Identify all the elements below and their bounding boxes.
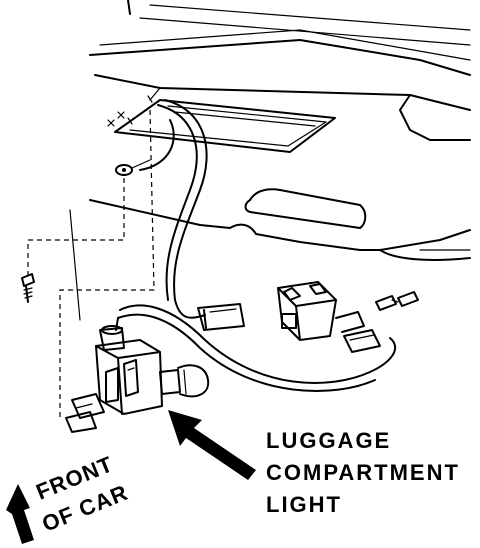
lamp-mount-bracket <box>65 393 105 433</box>
retainer-clips <box>375 291 419 311</box>
callout-line-1: LUGGAGE <box>266 428 391 453</box>
screw-icon <box>21 273 35 303</box>
bulb-icon <box>159 364 210 398</box>
callout-label: LUGGAGE COMPARTMENT LIGHT <box>266 428 460 517</box>
callout-line-3: LIGHT <box>266 492 342 517</box>
leader-lines <box>27 109 155 420</box>
lamp-housing <box>95 317 163 415</box>
callout-arrow <box>168 410 256 480</box>
ground-eyelet <box>115 159 151 176</box>
body-panel <box>89 0 471 141</box>
lid-recess <box>114 99 336 153</box>
direction-label: FRONT OF CAR <box>33 451 132 536</box>
clip-marks <box>107 95 153 127</box>
wire-connector <box>197 303 245 331</box>
front-of-car-arrow <box>6 484 34 544</box>
wire-harness <box>117 99 397 392</box>
callout-line-2: COMPARTMENT <box>266 460 460 485</box>
switch-assembly <box>277 281 381 353</box>
inner-panel <box>69 188 471 321</box>
